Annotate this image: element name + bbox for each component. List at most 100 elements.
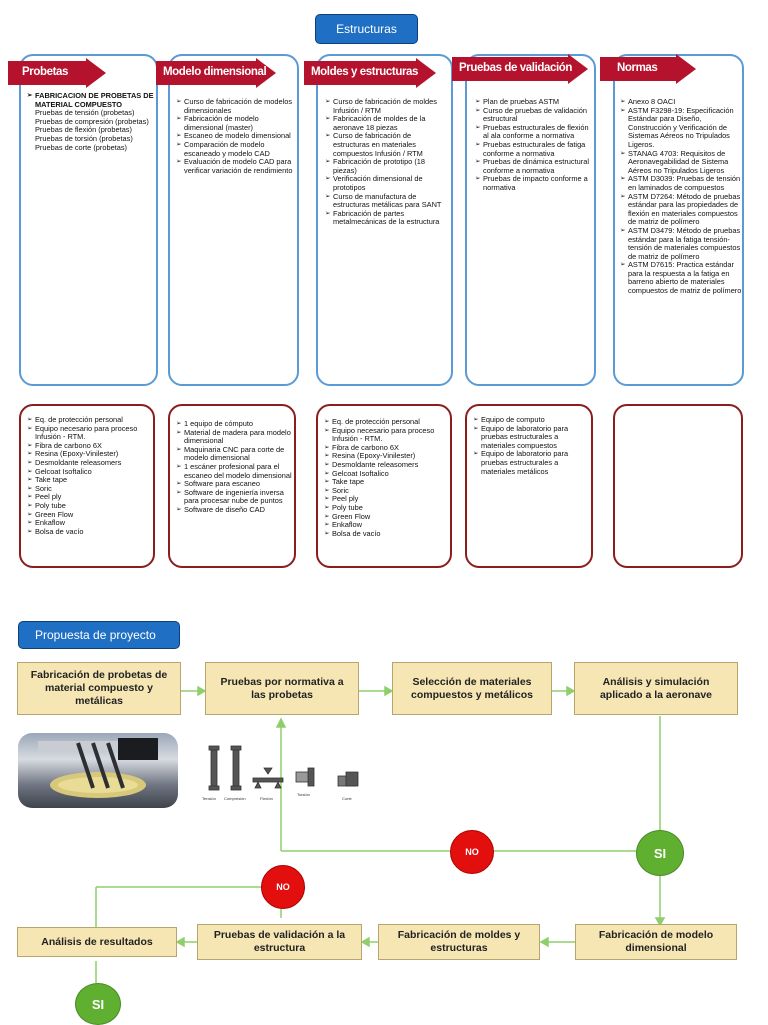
header-label-normas: Normas <box>617 62 658 74</box>
list-item: Poly tube <box>27 501 153 511</box>
header-label-pruebas: Pruebas de validación <box>459 62 573 74</box>
resource-box-normas <box>613 404 743 568</box>
list-item: Pruebas de flexión (probetas) <box>35 125 132 135</box>
header-arrow-pruebas: Pruebas de validación <box>452 54 588 84</box>
list-item: Fabricación de modelo dimensional (maste… <box>176 114 294 132</box>
list-item: Equipo necesario para proceso Infusión -… <box>324 426 450 444</box>
list-item: Material de madera para modelo dimension… <box>176 428 294 446</box>
test-label-flexion: Flexión <box>260 796 273 801</box>
column-content-probetas: FABRICACION DE PROBETAS DE MATERIAL COMP… <box>27 91 157 152</box>
list-item: Pruebas de corte (probetas) <box>35 142 128 152</box>
list-item: Bolsa de vacío <box>27 527 153 537</box>
flow-box-analisis-simulacion: Análisis y simulación aplicado a la aero… <box>574 662 738 715</box>
column-content-modelo: Curso de fabricación de modelos dimensio… <box>176 97 294 175</box>
list-item: Pruebas estructurales de flexión al ala … <box>475 123 593 141</box>
flow-box-modelo-dimensional: Fabricación de modelo dimensional <box>575 924 737 960</box>
list-item: Software para escaneo <box>176 480 294 489</box>
list-item: ASTM D7264: Método de pruebas estándar p… <box>620 192 742 227</box>
list-item: Pruebas de compresión (probetas) <box>35 116 149 126</box>
header-label-probetas: Probetas <box>22 66 69 78</box>
test-label-tension: Tensión <box>202 796 216 801</box>
list-item: 1 escáner profesional para el escaneo de… <box>176 462 294 480</box>
list-item: Pruebas de torsión (probetas) <box>35 133 133 143</box>
header-arrow-probetas: Probetas <box>8 58 106 88</box>
header-arrow-modelo: Modelo dimensional <box>156 58 276 88</box>
header-arrow-moldes: Moldes y estructuras <box>304 58 436 88</box>
list-item: Software de diseño CAD <box>176 505 294 515</box>
list-item: Gelcoat Isoftalico <box>27 467 153 477</box>
test-label-compresion: Compresión <box>224 796 246 801</box>
list-item: ASTM F3298-19: Especificación Estándar p… <box>620 106 742 150</box>
list-item: Desmoldante releasomers <box>324 460 450 470</box>
list-item: Fabricación de moldes de la aeronave 18 … <box>325 114 449 132</box>
list-item: Equipo de laboratorio para pruebas estru… <box>473 424 591 451</box>
decision-no-circle: NO <box>450 830 494 874</box>
flow-box-pruebas-validacion: Pruebas de validación a la estructura <box>197 924 362 960</box>
list-item: Curso de pruebas de validación estructur… <box>475 106 593 124</box>
list-item: Curso de manufactura de estructuras metá… <box>325 192 449 210</box>
list-item: STANAG 4703: Requisitos de Aeronavegabil… <box>620 149 742 176</box>
list-item: ASTM D3479: Método de pruebas estándar p… <box>620 226 742 261</box>
list-item: Peel ply <box>324 495 450 504</box>
flow-box-moldes-estructuras: Fabricación de moldes y estructuras <box>378 924 540 960</box>
list-item: Enkaflow <box>324 521 450 530</box>
list-item: Equipo de laboratorio para pruebas estru… <box>473 450 591 476</box>
test-types-diagram: Tensión Compresión Flexión Torsión Corte <box>202 745 359 801</box>
list-item: Evaluación de modelo CAD para verificar … <box>176 157 294 175</box>
header-arrow-normas: Normas <box>600 54 696 84</box>
flow-box-seleccion-materiales: Selección de materiales compuestos y met… <box>392 662 552 715</box>
list-item: Software de ingeniería inversa para proc… <box>176 488 294 506</box>
list-item: FABRICACION DE PROBETAS DE MATERIAL COMP… <box>27 91 157 109</box>
resource-box-pruebas: Equipo de computoEquipo de laboratorio p… <box>465 404 593 568</box>
list-item: 1 equipo de cómputo <box>176 419 294 429</box>
list-item: Green Flow <box>324 512 450 522</box>
column-content-pruebas: Plan de pruebas ASTMCurso de pruebas de … <box>475 97 593 193</box>
test-label-torsion: Torsión <box>297 792 310 797</box>
list-item: Fibra de carbono 6X <box>27 441 153 451</box>
column-content-moldes: Curso de fabricación de moldes Infusión … <box>325 97 449 227</box>
resource-box-moldes: Eq. de protección personalEquipo necesar… <box>316 404 452 568</box>
flow-box-analisis-resultados: Análisis de resultados <box>17 927 177 957</box>
test-machine-photo <box>18 733 178 808</box>
decision-si-circle: SI <box>636 830 684 876</box>
decision-si-circle: SI <box>75 983 121 1025</box>
section-title-propuesta: Propuesta de proyecto <box>18 621 180 649</box>
list-item: Soric <box>27 484 153 494</box>
list-item: Gelcoat Isoftalico <box>324 469 450 479</box>
list-item: Anexo 8 OACI <box>620 97 742 107</box>
list-item: Equipo necesario para proceso Infusión -… <box>27 424 153 442</box>
list-item: Green Flow <box>27 510 153 520</box>
column-box-probetas <box>19 54 158 386</box>
list-item: Pruebas de tensión (probetas) <box>35 108 135 118</box>
list-item: Fabricación de prototipo (18 piezas) <box>325 157 449 175</box>
list-item: Resina (Epoxy-Vinilester) <box>27 450 153 459</box>
list-item: Curso de fabricación de modelos dimensio… <box>176 97 294 115</box>
decision-no-circle: NO <box>261 865 305 909</box>
list-item: Maquinaria CNC para corte de modelo dime… <box>176 445 294 463</box>
flow-box-fabricacion-probetas: Fabricación de probetas de material comp… <box>17 662 181 715</box>
list-item: Curso de fabricación de estructuras en m… <box>325 132 449 158</box>
list-item: Comparación de modelo escaneado y modelo… <box>176 140 294 158</box>
header-label-moldes: Moldes y estructuras <box>311 66 419 78</box>
section-title-estructuras: Estructuras <box>315 14 418 44</box>
resource-box-modelo: 1 equipo de cómputoMaterial de madera pa… <box>168 404 296 568</box>
list-item: Fibra de carbono 6X <box>324 443 450 453</box>
list-item: Resina (Epoxy-Vinilester) <box>324 452 450 461</box>
list-item: Eq. de protección personal <box>27 415 153 425</box>
list-item: Escaneo de modelo dimensional <box>176 132 294 141</box>
list-item: Enkaflow <box>27 519 153 528</box>
list-item: ASTM D7615: Practica estándar para la re… <box>620 260 742 295</box>
list-item: Pruebas estructurales de fatiga conforme… <box>475 140 593 158</box>
column-content-normas: Anexo 8 OACIASTM F3298-19: Especificació… <box>620 97 742 296</box>
flow-box-pruebas-normativa: Pruebas por normativa a las probetas <box>205 662 359 715</box>
list-item: Pruebas de impacto conforme a normativa <box>475 174 593 192</box>
list-item: ASTM D3039: Pruebas de tensión en lamina… <box>620 174 742 192</box>
list-item: Eq. de protección personal <box>324 417 450 427</box>
list-item: Bolsa de vacío <box>324 529 450 539</box>
list-item: Take tape <box>27 476 153 485</box>
list-item: Soric <box>324 486 450 496</box>
list-item: Curso de fabricación de moldes Infusión … <box>325 97 449 115</box>
list-item: Peel ply <box>27 493 153 502</box>
list-item: Verificación dimensional de prototipos <box>325 174 449 192</box>
